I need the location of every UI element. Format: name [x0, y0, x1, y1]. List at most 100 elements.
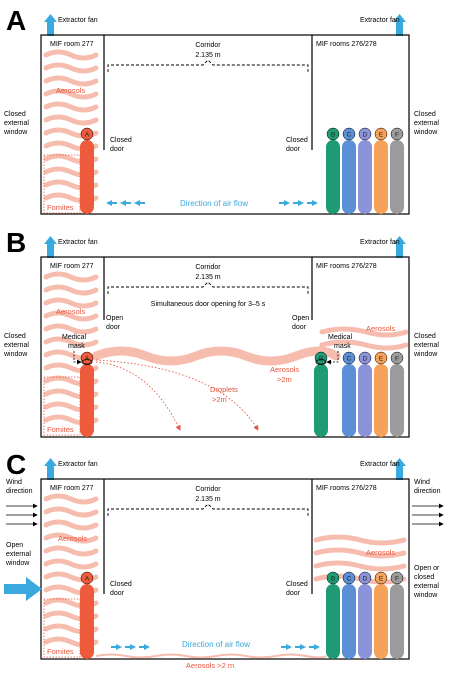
door-right-line1: Closed — [286, 137, 308, 144]
window-left-line1: Closed — [4, 111, 26, 118]
window-right-line3: window — [413, 351, 438, 358]
svg-text:B: B — [319, 356, 323, 363]
patient-c: C — [342, 571, 356, 659]
panel-letter: C — [6, 449, 26, 480]
corridor-label: Corridor — [195, 486, 221, 493]
aerosols-corridor-label: Aerosols >2 m — [186, 661, 234, 670]
svg-text:F: F — [395, 132, 399, 139]
aerosols-label: Aerosols — [56, 86, 85, 95]
patient-a: A — [80, 127, 94, 214]
svg-text:A: A — [85, 132, 90, 139]
svg-text:B: B — [331, 132, 335, 139]
extractor-fan-left-icon — [44, 14, 57, 36]
aerosols-label-right: Aerosols — [366, 324, 395, 333]
fomites-label: Fomites — [47, 647, 74, 656]
panel-letter: A — [6, 5, 26, 36]
mask-right-line2: mask — [334, 343, 351, 350]
fan-label-left: Extractor fan — [58, 17, 98, 24]
fomites-box — [43, 154, 81, 214]
patient-f: F — [390, 351, 404, 437]
door-right-line2: door — [286, 590, 301, 597]
ward-outline — [40, 478, 410, 660]
svg-text:C: C — [347, 132, 352, 139]
panel-letter: B — [6, 227, 26, 258]
wind-right-line1: Wind — [414, 479, 430, 486]
window-right-line1: Closed — [414, 333, 436, 340]
droplet-trajectory-1 — [95, 361, 181, 431]
droplets-label-line2: >2m — [212, 395, 227, 404]
open-window-airflow-arrow-icon — [4, 577, 42, 601]
svg-text:A: A — [85, 576, 90, 583]
window-left-line2: external — [4, 120, 29, 127]
room-right-label: MIF rooms 276/278 — [316, 485, 377, 492]
room-left-label: MIF room 277 — [50, 263, 94, 270]
patient-a: A — [80, 351, 94, 437]
patient-d: D — [358, 351, 372, 437]
window-right-line2: closed — [414, 574, 434, 581]
door-right-line2: door — [286, 146, 301, 153]
window-left-line3: window — [3, 129, 28, 136]
aerosol-corridor-wave — [95, 653, 327, 659]
airflow-arrows-right — [281, 644, 320, 650]
svg-text:D: D — [363, 356, 368, 363]
patient-f: F — [390, 571, 404, 659]
wind-left-line2: direction — [6, 488, 33, 495]
wind-arrows-right-icon — [412, 503, 444, 527]
corridor-label: Corridor — [195, 42, 221, 49]
aerosol-waves-right — [319, 326, 409, 351]
medical-mask-icon — [315, 359, 327, 365]
window-right-line2: external — [414, 342, 439, 349]
window-right-line1: Open or — [414, 565, 440, 572]
patient-a: A — [80, 571, 94, 659]
mask-left-line1: Medical — [62, 334, 87, 341]
simultaneous-door-label: Simultaneous door opening for 3–5 s — [151, 301, 266, 308]
airflow-arrows-left — [111, 644, 150, 650]
fan-label-left: Extractor fan — [58, 461, 98, 468]
corridor-width: 2.135 m — [195, 274, 220, 281]
patient-b: B — [326, 571, 340, 659]
fan-label-right: Extractor fan — [360, 239, 400, 246]
door-left-line1: Open — [106, 315, 123, 322]
panel-c: C Extractor fan Extractor fan MIF room 2… — [4, 449, 444, 670]
fan-label-left: Extractor fan — [58, 239, 98, 246]
room-left-label: MIF room 277 — [50, 485, 94, 492]
window-right-line2: external — [414, 120, 439, 127]
patient-d: D — [358, 127, 372, 214]
room-left-label: MIF room 277 — [50, 41, 94, 48]
ward-outline — [40, 256, 410, 438]
svg-text:E: E — [379, 576, 384, 583]
extractor-fan-right-icon — [393, 236, 406, 258]
window-left-line1: Open — [6, 542, 23, 549]
window-right-line1: Closed — [414, 111, 436, 118]
ward-outline — [40, 34, 410, 215]
droplet-trajectory-2 — [95, 359, 259, 431]
door-left-line2: door — [110, 590, 125, 597]
aerosol-stream — [91, 346, 341, 366]
corridor-label: Corridor — [195, 264, 221, 271]
window-left-line3: window — [3, 351, 28, 358]
mask-right-line1: Medical — [328, 334, 353, 341]
droplets-label-line1: Droplets — [210, 385, 238, 394]
fomites-box — [43, 598, 81, 658]
corridor-width: 2.135 m — [195, 496, 220, 503]
window-left-line2: external — [6, 551, 31, 558]
fomites-label: Fomites — [47, 203, 74, 212]
aerosols-label-right: Aerosols — [366, 548, 395, 557]
aerosols-label-left: Aerosols — [58, 534, 87, 543]
wind-right-line2: direction — [414, 488, 441, 495]
extractor-fan-right-icon — [393, 14, 406, 36]
svg-text:B: B — [331, 576, 335, 583]
svg-text:A: A — [85, 356, 90, 363]
corridor-width: 2.135 m — [195, 52, 220, 59]
svg-text:F: F — [395, 356, 399, 363]
window-left-line3: window — [5, 560, 30, 567]
patient-d: D — [358, 571, 372, 659]
svg-text:D: D — [363, 132, 368, 139]
svg-text:C: C — [347, 576, 352, 583]
mask-left-pointer — [73, 351, 82, 365]
fomites-box — [43, 376, 81, 436]
corridor-width-brace — [107, 59, 309, 72]
patient-f: F — [390, 127, 404, 214]
panel-a: A Extractor fan Extractor fan MIF room 2… — [3, 5, 439, 215]
